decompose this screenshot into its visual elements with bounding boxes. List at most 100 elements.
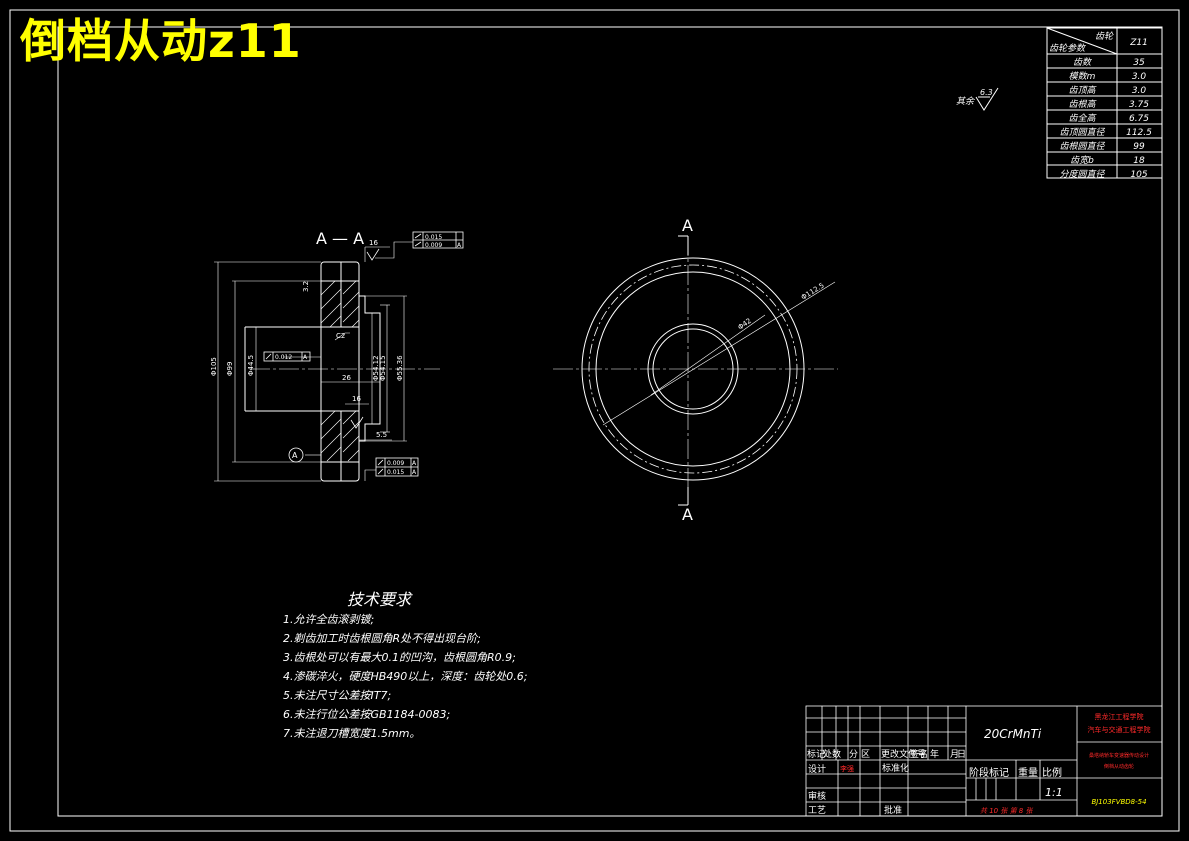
standardize-label: 标准化 — [882, 762, 909, 774]
param-value: 3.0 — [1132, 86, 1147, 96]
param-label: 齿宽b — [1070, 155, 1094, 166]
datum-circle — [288, 447, 304, 463]
tol-top-1: 0.015 — [425, 234, 442, 241]
dim-width-16-mid: 16 — [352, 395, 361, 403]
tol-left-datum: A — [303, 354, 308, 361]
dim-d54-12: Φ54.12 — [372, 355, 380, 381]
page-title: 倒档从动z11 — [20, 14, 302, 68]
section-roughness-top — [366, 248, 380, 261]
param-label: 模数m — [1069, 71, 1096, 82]
approve-label: 批准 — [884, 804, 902, 816]
param-value: 3.0 — [1132, 72, 1147, 82]
tol-bottom-1: 0.009 — [387, 460, 404, 467]
param-value: 35 — [1133, 58, 1145, 68]
param-label: 齿全高 — [1068, 113, 1097, 124]
tol-bottom-datum2: A — [412, 469, 417, 476]
tech-req-item: 3.齿根处可以有最大0.1的凹沟，齿根圆角R0.9; — [283, 651, 516, 664]
dim-d105: Φ105 — [210, 357, 218, 376]
roughness-symbol — [975, 87, 999, 111]
school-line2: 汽车与交通工程学院 — [1088, 725, 1151, 734]
drawing-name-line2: 倒档从动齿轮 — [1104, 763, 1134, 770]
revision-label: 月 — [950, 749, 959, 760]
dim-rough-3-2: 3.2 — [302, 281, 310, 292]
tol-bottom-datum1: A — [412, 460, 417, 467]
dim-chamfer-c2: C2 — [336, 332, 345, 340]
dim-width-16-top: 16 — [369, 239, 378, 247]
param-value: 105 — [1130, 170, 1147, 180]
roughness-value: 6.3 — [980, 88, 993, 97]
section-hatch — [320, 280, 360, 462]
inner-border — [57, 26, 1163, 817]
param-label: 齿根高 — [1068, 99, 1097, 110]
param-head-right: 齿轮 — [1095, 31, 1114, 42]
param-head-value: Z11 — [1129, 38, 1148, 48]
stage-label: 阶段标记 — [969, 766, 1009, 779]
revision-label: 分 — [849, 749, 858, 760]
section-mark-bottom: A — [682, 505, 693, 524]
section-dim-lines — [214, 241, 413, 482]
param-value: 18 — [1133, 156, 1145, 166]
tech-req-item: 6.未注行位公差按GB1184-0083; — [283, 708, 450, 721]
dim-d99: Φ99 — [226, 362, 234, 376]
dim-d54-15: Φ54.15 — [379, 355, 387, 381]
tech-req-item: 1.允许全齿滚剥镀; — [283, 613, 374, 626]
dim-width-5-5: 5.5 — [376, 431, 387, 439]
process-label: 工艺 — [808, 805, 826, 816]
section-arrows — [678, 235, 689, 506]
dim-width-26: 26 — [342, 374, 351, 382]
param-value: 112.5 — [1126, 128, 1152, 138]
front-view: A A Φ112.5 Φ42 — [553, 216, 838, 524]
school-line1: 黑龙江工程学院 — [1095, 712, 1144, 721]
tol-top-2: 0.009 — [425, 242, 442, 249]
dim-d112-5: Φ112.5 — [800, 281, 826, 301]
revision-label: 区 — [861, 749, 870, 760]
param-label: 齿顶圆直径 — [1059, 127, 1105, 138]
param-value: 3.75 — [1129, 100, 1149, 110]
revision-label: 年 — [930, 748, 939, 760]
param-label: 齿顶高 — [1068, 85, 1097, 96]
material-label: 20CrMnTi — [984, 727, 1042, 741]
weight-label: 重量 — [1018, 766, 1038, 779]
tol-box-bottom — [375, 457, 419, 477]
tech-req-item: 5.未注尺寸公差按IT7; — [283, 689, 391, 702]
review-label: 审核 — [808, 790, 826, 802]
section-mark-top: A — [682, 216, 693, 235]
section-roughness-mid — [350, 416, 364, 429]
tech-req-list: 1.允许全齿滚剥镀; 2.剃齿加工时齿根圆角R处不得出现台阶; 3.齿根处可以有最大… — [283, 613, 528, 740]
scale-value: 1:1 — [1045, 786, 1063, 799]
tol-box-left — [263, 351, 311, 362]
roughness-prefix: 其余 — [956, 96, 975, 107]
dim-d44-5: Φ44.5 — [247, 355, 255, 376]
tol-box-top — [412, 231, 464, 249]
drawing-name-line1: 桑塔纳轿车变速器传动设计 — [1089, 752, 1149, 759]
param-value: 6.75 — [1129, 114, 1149, 124]
tech-req-title: 技术要求 — [347, 590, 413, 609]
revision-label: 更改文件号 — [881, 748, 926, 760]
scale-label: 比例 — [1042, 766, 1062, 779]
title-block-grid — [805, 705, 1163, 817]
param-label: 分度圆直径 — [1059, 169, 1105, 180]
dim-d55-36: Φ55.36 — [396, 355, 404, 381]
tol-bottom-2: 0.015 — [387, 469, 404, 476]
section-view: A — A — [210, 229, 464, 482]
param-value: 99 — [1133, 142, 1145, 152]
tech-req-item: 7.未注退刀槽宽度1.5mm。 — [283, 727, 420, 740]
param-head-left: 齿轮参数 — [1049, 43, 1086, 54]
design-label: 设计 — [808, 763, 826, 775]
section-outline — [244, 261, 381, 482]
revision-label: 处数 — [823, 748, 841, 760]
tech-req-item: 2.剃齿加工时齿根圆角R处不得出现台阶; — [283, 632, 481, 645]
outer-border — [9, 9, 1180, 832]
tech-req-item: 4.渗碳淬火，硬度HB490以上，深度：齿轮处0.6; — [283, 670, 528, 683]
design-name: 李强 — [840, 764, 854, 773]
parameter-table — [1046, 27, 1163, 179]
param-label: 齿数 — [1073, 57, 1092, 68]
revision-label: 签名 — [910, 748, 928, 760]
front-dim-leaders — [602, 281, 836, 426]
revision-label: 标记 — [807, 748, 825, 760]
revision-label: 日 — [957, 749, 966, 760]
sheet-count: 共 10 张 第 8 张 — [980, 807, 1033, 815]
drawing-number: BJ103FVBD8-54 — [1091, 798, 1146, 806]
